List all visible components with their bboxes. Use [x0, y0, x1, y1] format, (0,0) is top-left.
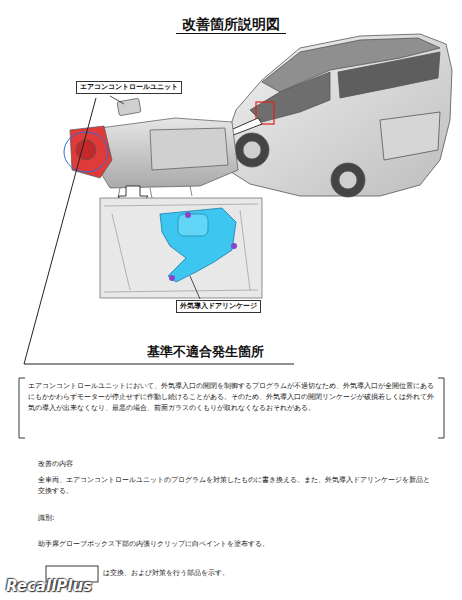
section-heading: 識別:	[38, 513, 54, 524]
inset-frame	[100, 198, 262, 298]
car-rear-window	[338, 52, 440, 98]
control-unit	[117, 98, 141, 116]
car-side-window	[250, 72, 330, 122]
part-label-box: 外気導入ドアリンケージ	[176, 300, 261, 313]
hvac-core	[150, 128, 228, 170]
pivot-pin	[169, 275, 175, 281]
description-text: 全車両、エアコンコントロールユニットのプログラムを対策したものに書き換える。また…	[38, 475, 434, 497]
part-name: エアコンコントロールユニット	[80, 83, 178, 92]
section-heading: 基準不適合発生箇所	[100, 342, 310, 362]
pivot-pin	[231, 243, 237, 249]
description-text: 助手席グローブボックス下部の内張りクリップに白ペイントを塗布する。	[38, 539, 434, 550]
leader-line	[110, 96, 124, 104]
car-illustration	[222, 34, 452, 197]
linkage-inset	[100, 198, 262, 298]
section-heading: 改善の内容	[38, 459, 73, 470]
detail-circle	[64, 132, 108, 172]
intake-motor	[76, 140, 96, 160]
bracket	[19, 378, 25, 438]
car-hub	[339, 171, 357, 189]
watermark: RecallPlus	[6, 575, 92, 598]
part-label-box: エアコンコントロールユニット	[76, 81, 182, 94]
linkage-actuator	[178, 214, 208, 236]
door-linkage	[160, 208, 236, 282]
car-hub	[243, 141, 261, 159]
bracket	[438, 378, 444, 438]
leader-line	[190, 276, 200, 299]
description-text: エアコンコントロールユニットにおいて、外気導入口の開閉を制御するプログラムが不適…	[28, 381, 434, 413]
title: 改善箇所説明図	[0, 12, 462, 36]
inset-housing-lines	[104, 204, 258, 292]
callout-line	[24, 98, 294, 364]
hvac-housing	[96, 118, 238, 188]
note-text: は交換、および対策を行う部品を示す。	[103, 568, 229, 579]
car-tailgate	[380, 112, 440, 160]
hvac-unit-illustration	[70, 98, 238, 198]
car-wheel	[235, 133, 269, 167]
part-name: 外気導入ドアリンケージ	[180, 302, 257, 311]
pivot-pin	[185, 212, 191, 218]
car-wheel	[331, 163, 365, 197]
car-body	[222, 34, 452, 196]
